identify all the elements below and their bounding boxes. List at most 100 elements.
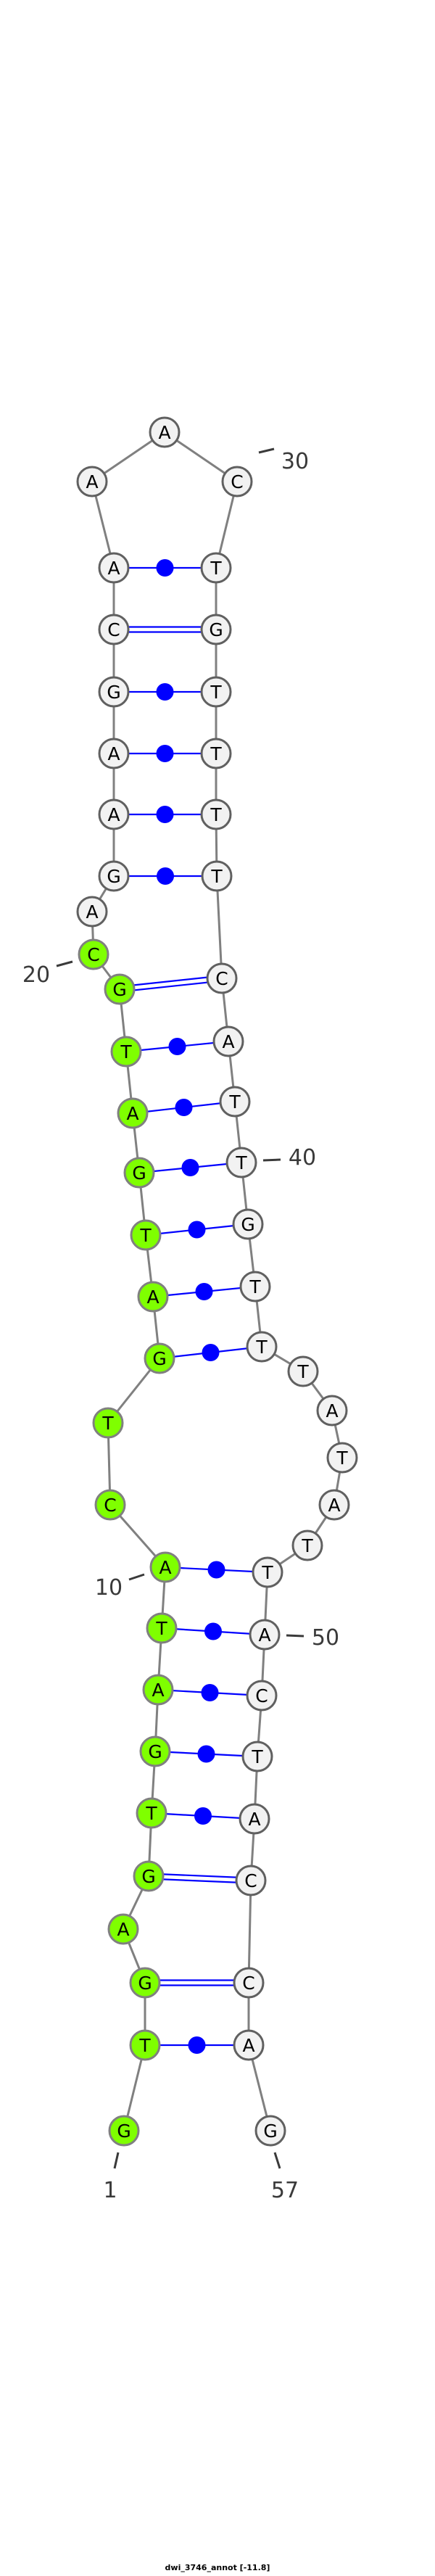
nucleotide-circle — [142, 1674, 174, 1706]
nucleotide: A — [318, 1489, 350, 1521]
pair-dot — [207, 1561, 225, 1579]
nucleotide-circle — [200, 738, 232, 769]
pair-line — [148, 1878, 251, 1884]
label-tick — [113, 2152, 120, 2169]
nucleotide: C — [94, 1489, 126, 1521]
base-pair — [114, 745, 216, 762]
nucleotide-circle — [239, 1803, 270, 1835]
pair-line — [119, 975, 222, 988]
nucleotide-circle — [287, 1355, 319, 1387]
nucleotide: T — [136, 1797, 167, 1829]
pair-dot — [195, 1283, 213, 1300]
nucleotide: T — [110, 1036, 142, 1068]
nucleotide: A — [76, 896, 108, 928]
base-pair — [125, 1038, 229, 1055]
nucleotide-circle — [98, 798, 130, 830]
nucleotide: C — [98, 614, 130, 645]
pair-dot — [156, 683, 174, 701]
nucleotide-letter: T — [210, 743, 222, 764]
nucleotide-circle — [225, 1147, 257, 1178]
nucleotide: A — [137, 1281, 169, 1313]
base-pair — [151, 1807, 255, 1825]
nucleotide: T — [239, 1271, 271, 1303]
base-pair — [157, 1684, 262, 1701]
nucleotide: T — [326, 1442, 358, 1474]
pair-dot — [156, 559, 174, 577]
nucleotide-circle — [130, 1219, 162, 1251]
nucleotide-circle — [117, 1097, 149, 1129]
position-label: 40 — [289, 1145, 316, 1171]
nucleotide: G — [139, 1735, 171, 1767]
backbone-segment — [247, 1880, 252, 1983]
nucleotide-circle — [246, 1680, 278, 1712]
nucleotide-circle — [235, 1865, 267, 1896]
nucleotide-circle — [200, 614, 232, 645]
nucleotide-circle — [254, 2115, 286, 2147]
nucleotide-circle — [104, 973, 136, 1005]
nucleotide-circle — [291, 1530, 323, 1561]
nucleotide-circle — [318, 1489, 350, 1521]
pair-dot — [157, 867, 174, 885]
nucleotide-letter: T — [210, 866, 223, 887]
nucleotide-circle — [241, 1741, 273, 1772]
nucleotide-letter: G — [152, 1348, 166, 1369]
nucleotide: G — [144, 1342, 175, 1374]
position-label: 50 — [312, 1625, 339, 1651]
base-pair — [161, 1622, 265, 1640]
nucleotide: A — [149, 1551, 181, 1583]
base-pair — [114, 806, 216, 823]
nucleotide-circle — [233, 1967, 265, 1999]
nucleotide-letter: C — [231, 471, 243, 492]
nucleotide-circle — [144, 1342, 175, 1374]
nucleotide: G — [108, 2115, 140, 2147]
nucleotide-letter: C — [107, 619, 120, 640]
nucleotide-letter: A — [146, 1287, 159, 1308]
nucleotide-letter: T — [120, 1041, 132, 1062]
label-tick — [286, 1634, 304, 1638]
backbone-segment — [215, 875, 223, 979]
base-pair — [114, 559, 216, 577]
nucleotide-circle — [98, 676, 130, 708]
nucleotide: T — [291, 1530, 323, 1561]
nucleotide-circle — [137, 1281, 169, 1313]
nucleotide: C — [206, 962, 238, 994]
base-pair — [148, 1873, 252, 1884]
pair-line — [149, 1873, 252, 1879]
nucleotide-letter: G — [132, 1163, 146, 1184]
label-tick — [273, 2152, 281, 2169]
nucleotide-circle — [92, 1407, 124, 1439]
nucleotide: T — [200, 798, 232, 830]
nucleotide-letter: T — [210, 558, 222, 579]
nucleotide: T — [246, 1331, 278, 1363]
base-pair — [114, 626, 216, 633]
nucleotide: A — [249, 1619, 281, 1651]
pair-dot — [194, 1807, 212, 1825]
nucleotide-circle — [316, 1395, 348, 1427]
nucleotide-letter: A — [107, 743, 120, 764]
nucleotide-letter: G — [263, 2121, 277, 2142]
base-pair — [114, 867, 217, 885]
nucleotide: T — [200, 676, 232, 708]
nucleotide-letter: T — [102, 1413, 114, 1434]
nucleotide-letter: C — [244, 1870, 257, 1891]
nucleotide: C — [246, 1680, 278, 1712]
nucleotide-letter: G — [107, 682, 120, 703]
nucleotide: G — [129, 1967, 161, 1999]
nucleotide-circle — [76, 896, 108, 928]
nucleotide-letter: T — [145, 1803, 157, 1824]
nucleotide-letter: T — [297, 1361, 309, 1382]
nucleotide-circle — [249, 1619, 281, 1651]
nucleotide-letter: T — [301, 1535, 313, 1556]
nucleotide-circle — [98, 614, 130, 645]
nucleotide-circle — [200, 676, 232, 708]
nucleotide: C — [233, 1967, 265, 1999]
nucleotide-circle — [139, 1735, 171, 1767]
nucleotide-letter: A — [242, 2035, 254, 2056]
label-tick — [56, 960, 73, 967]
nucleotide-circle — [78, 938, 109, 970]
nucleotide-circle — [232, 1208, 264, 1240]
nucleotide: G — [254, 2115, 286, 2147]
nucleotide-circle — [212, 1025, 244, 1057]
nucleotide: G — [200, 614, 232, 645]
